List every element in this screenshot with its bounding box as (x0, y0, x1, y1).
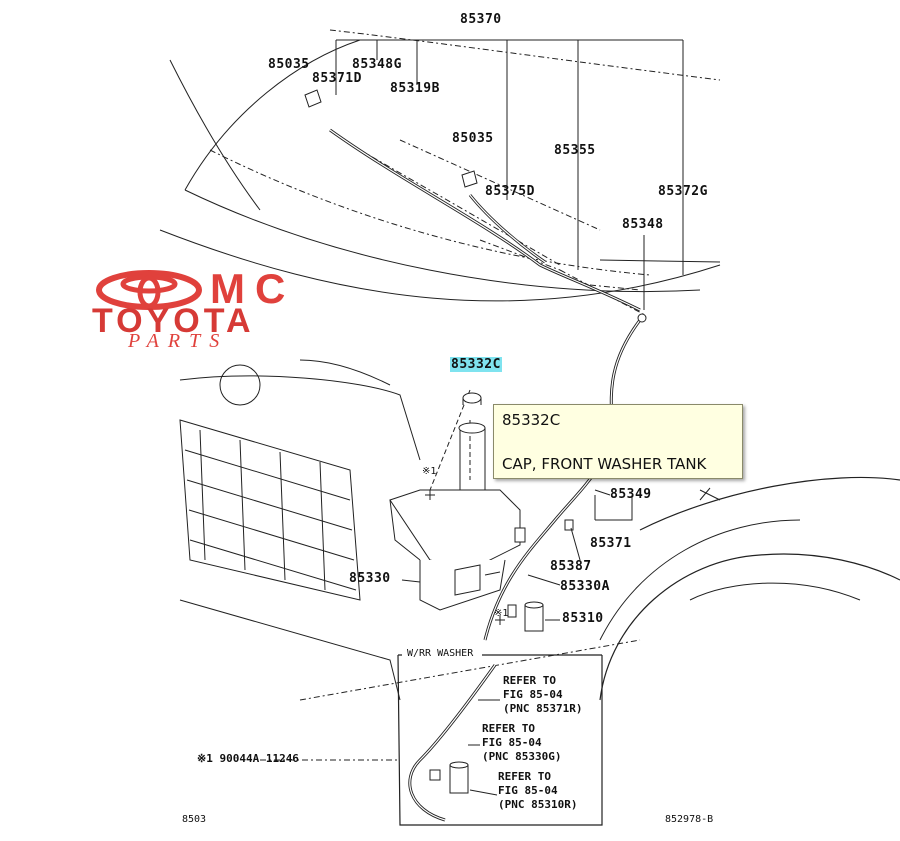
part-label-85375D[interactable]: 85375D (485, 184, 535, 199)
part-label-85330[interactable]: 85330 (349, 571, 391, 586)
part-label-85370[interactable]: 85370 (460, 12, 502, 27)
part-label-85371D[interactable]: 85371D (312, 71, 362, 86)
part-label-85319B[interactable]: 85319B (390, 81, 440, 96)
part-label-85372G[interactable]: 85372G (658, 184, 708, 199)
footnote: ※1 90044A 11246 (197, 752, 299, 765)
reference-note[interactable]: REFER TO FIG 85-04 (PNC 85310R) (498, 770, 578, 811)
omc-toyota-parts-logo: MC TOYOTA PARTS (90, 268, 340, 358)
page-code-right: 852978-B (665, 814, 714, 825)
part-label-85035[interactable]: 85035 (268, 57, 310, 72)
part-label-85332C[interactable]: 85332C (450, 357, 502, 372)
part-label-85371[interactable]: 85371 (590, 536, 632, 551)
part-label-85348[interactable]: 85348 (622, 217, 664, 232)
inset-title: W/RR WASHER (405, 648, 476, 659)
logo-text-mc: MC (210, 265, 296, 312)
reference-note[interactable]: REFER TO FIG 85-04 (PNC 85330G) (482, 722, 562, 763)
part-label-85349[interactable]: 85349 (610, 487, 652, 502)
part-label-85387[interactable]: 85387 (550, 559, 592, 574)
part-label-85330A[interactable]: 85330A (560, 579, 610, 594)
part-label-85348G[interactable]: 85348G (352, 57, 402, 72)
part-label-85355[interactable]: 85355 (554, 143, 596, 158)
reference-note[interactable]: REFER TO FIG 85-04 (PNC 85371R) (503, 674, 583, 715)
note-mark: ※1 (494, 608, 509, 619)
tooltip-part-code: 85332C (502, 411, 561, 429)
page-code-left: 8503 (182, 814, 207, 825)
tooltip-part-name: CAP, FRONT WASHER TANK (502, 455, 707, 473)
note-mark: ※1 (422, 466, 437, 477)
logo-text-toyota: TOYOTA (92, 302, 255, 340)
toyota-emblem-icon (96, 270, 202, 310)
part-tooltip: 85332C CAP, FRONT WASHER TANK (493, 404, 743, 479)
part-label-85310[interactable]: 85310 (562, 611, 604, 626)
part-label-85035-b[interactable]: 85035 (452, 131, 494, 146)
logo-text-parts: PARTS (128, 330, 229, 352)
